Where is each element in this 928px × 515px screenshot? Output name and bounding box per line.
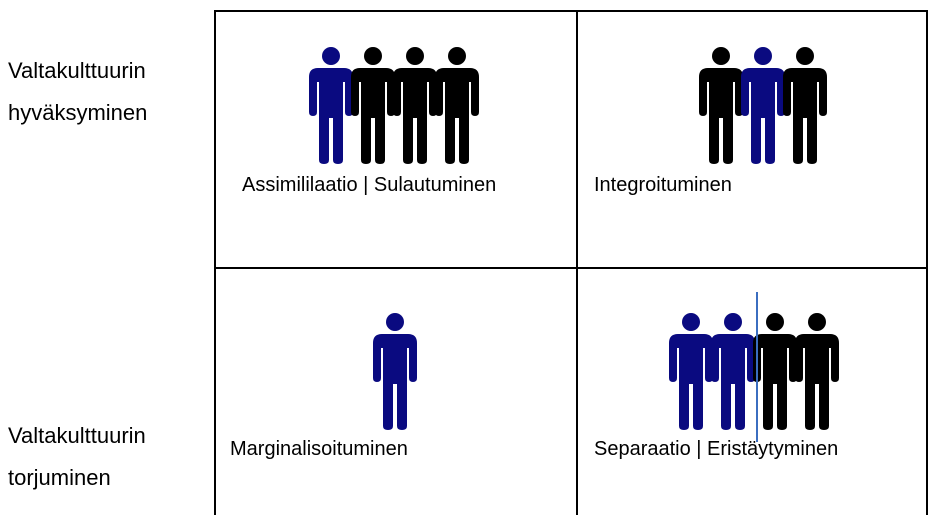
person-figure bbox=[710, 312, 756, 430]
person-icon bbox=[309, 47, 353, 164]
row-label-acceptance: Valtakulttuurin hyväksyminen bbox=[8, 50, 147, 134]
grid-line bbox=[214, 10, 216, 515]
cell-title: Separaatio | Eristäytyminen bbox=[594, 438, 839, 460]
person-icon bbox=[699, 47, 743, 164]
grid-line bbox=[926, 10, 928, 515]
row-label-line: Valtakulttuurin bbox=[8, 423, 146, 448]
cell-title: Marginalisoituminen bbox=[230, 438, 408, 460]
person-figure bbox=[372, 312, 418, 430]
person-icon bbox=[795, 313, 839, 430]
person-figure bbox=[752, 312, 798, 430]
row-label-line: torjuminen bbox=[8, 465, 111, 490]
row-label-rejection: Valtakulttuurin torjuminen bbox=[8, 415, 146, 499]
person-icon bbox=[393, 47, 437, 164]
grid-line bbox=[214, 267, 928, 269]
person-figure bbox=[392, 46, 438, 164]
person-icon bbox=[753, 313, 797, 430]
person-figure bbox=[782, 46, 828, 164]
person-figure bbox=[434, 46, 480, 164]
separation-divider bbox=[756, 292, 758, 442]
cell-title: Assimililaatio | Sulautuminen bbox=[242, 174, 497, 196]
person-figure bbox=[350, 46, 396, 164]
row-label-line: hyväksyminen bbox=[8, 100, 148, 125]
person-icon bbox=[783, 47, 827, 164]
person-icon bbox=[351, 47, 395, 164]
row-label-line: Valtakulttuurin bbox=[8, 58, 146, 83]
person-figure bbox=[698, 46, 744, 164]
person-figure bbox=[308, 46, 354, 164]
person-figure bbox=[668, 312, 714, 430]
person-icon bbox=[373, 313, 417, 430]
person-icon bbox=[741, 47, 785, 164]
acculturation-grid: Assimililaatio | Sulautuminen Integroitu… bbox=[214, 10, 928, 515]
cell-title: Integroituminen bbox=[594, 174, 732, 196]
person-figure bbox=[740, 46, 786, 164]
person-icon bbox=[711, 313, 755, 430]
grid-line bbox=[576, 10, 578, 515]
person-icon bbox=[669, 313, 713, 430]
person-icon bbox=[435, 47, 479, 164]
person-figure bbox=[794, 312, 840, 430]
grid-line bbox=[214, 10, 928, 12]
